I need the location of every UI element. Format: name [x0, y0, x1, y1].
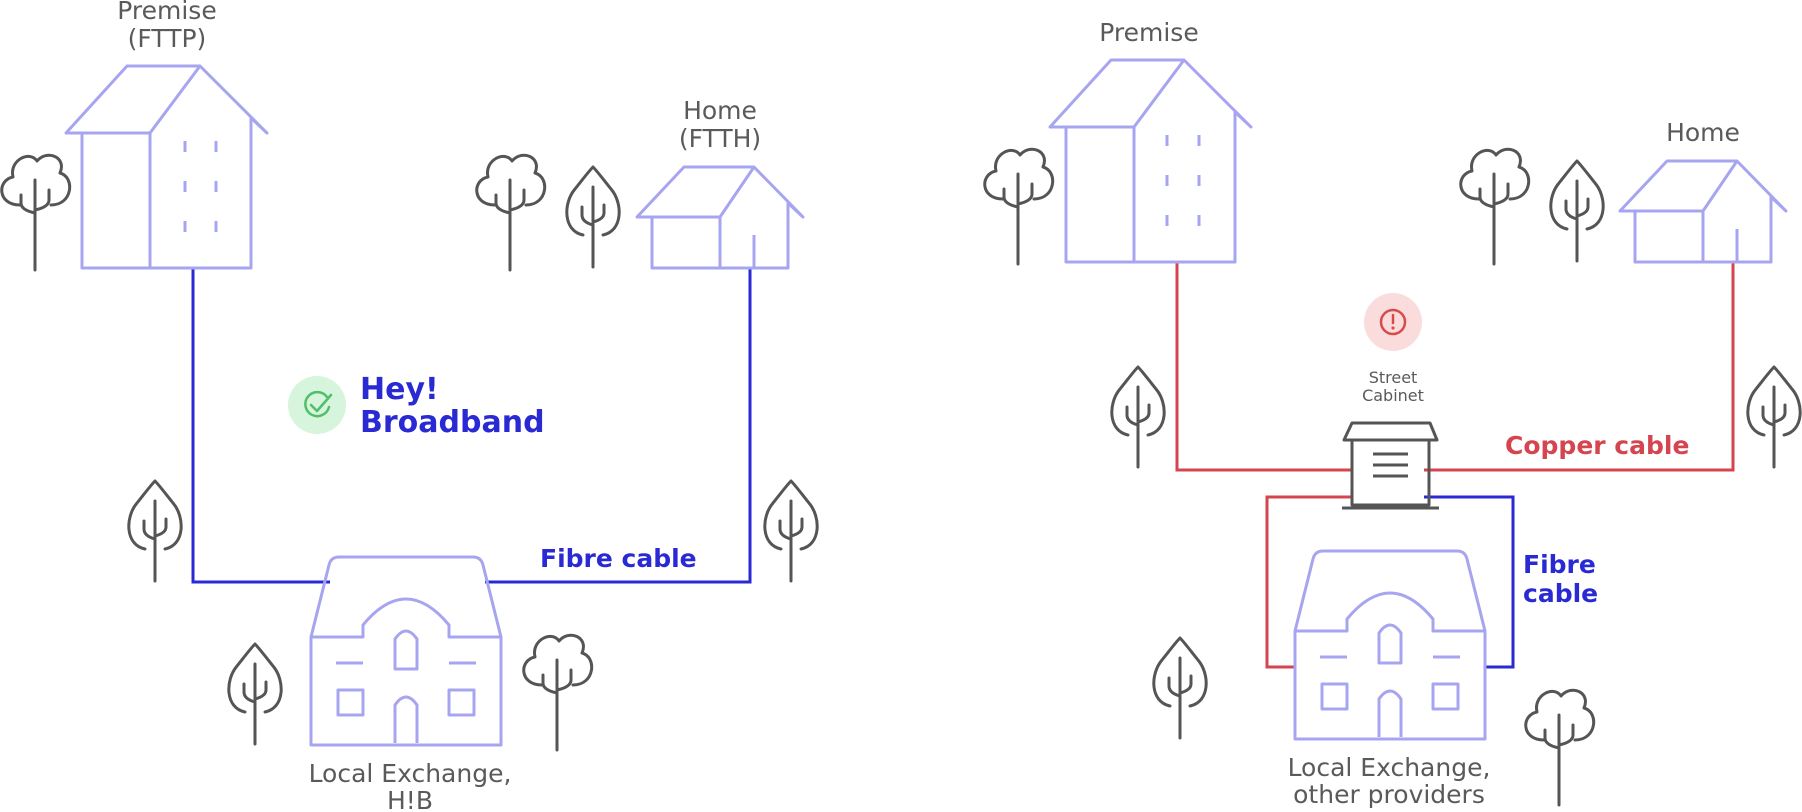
home-type-label: (FTTH) [679, 124, 761, 153]
exchange-building-icon [1293, 549, 1487, 741]
pointed-tree-icon [1549, 159, 1605, 263]
brand-name-line-2: Broadband [360, 405, 545, 440]
fibre-line-home [485, 268, 752, 584]
round-tree-icon [1459, 147, 1531, 266]
premise-label: Premise [117, 0, 216, 25]
exchange-provider-label: other providers [1293, 780, 1485, 809]
round-tree-icon [475, 153, 547, 272]
home-label: Home [1666, 118, 1740, 147]
round-tree-icon [0, 153, 72, 272]
copper-line-premise [1175, 262, 1352, 472]
premise-type-label: (FTTP) [128, 24, 207, 53]
warning-circle-icon [1364, 293, 1422, 351]
pointed-tree-icon [127, 479, 183, 583]
home-label: Home [683, 96, 757, 125]
fibre-line-exchange [1424, 495, 1515, 669]
pointed-tree-icon [1110, 365, 1166, 469]
home-house-icon [635, 165, 805, 270]
street-cabinet-icon [1342, 421, 1439, 510]
fibre-line-premise [191, 268, 330, 584]
premise-building-icon [64, 64, 269, 270]
pointed-tree-icon [763, 479, 819, 583]
round-tree-icon [522, 633, 594, 752]
street-cabinet-label-2: Cabinet [1362, 386, 1424, 405]
premise-label: Premise [1099, 18, 1198, 47]
brand-name-line-1: Hey! [360, 372, 439, 407]
street-cabinet-label: Street [1369, 368, 1418, 387]
pointed-tree-icon [227, 642, 283, 746]
round-tree-icon [983, 147, 1055, 266]
exchange-label: Local Exchange, [1288, 753, 1491, 782]
fibre-cable-label: Fibre [1523, 550, 1596, 579]
exchange-building-icon [309, 555, 503, 747]
exchange-provider-label: H!B [387, 786, 433, 812]
pointed-tree-icon [1746, 365, 1802, 469]
pointed-tree-icon [565, 165, 621, 269]
premise-building-icon [1048, 58, 1253, 264]
fibre-cable-label-2: cable [1523, 579, 1598, 608]
copper-line-home [1424, 262, 1735, 472]
copper-line-exchange [1265, 495, 1352, 669]
pointed-tree-icon [1152, 636, 1208, 740]
check-circle-icon [288, 376, 346, 434]
round-tree-icon [1524, 688, 1596, 807]
fibre-cable-label: Fibre cable [540, 544, 697, 573]
left-diagram: Premise (FTTP) Home (FTTH) Hey! Broadban… [0, 0, 819, 812]
copper-cable-label: Copper cable [1505, 431, 1689, 460]
home-house-icon [1618, 159, 1788, 264]
right-diagram: Premise Home Street Cabinet Copper cable… [983, 18, 1802, 809]
exchange-label: Local Exchange, [309, 759, 512, 788]
